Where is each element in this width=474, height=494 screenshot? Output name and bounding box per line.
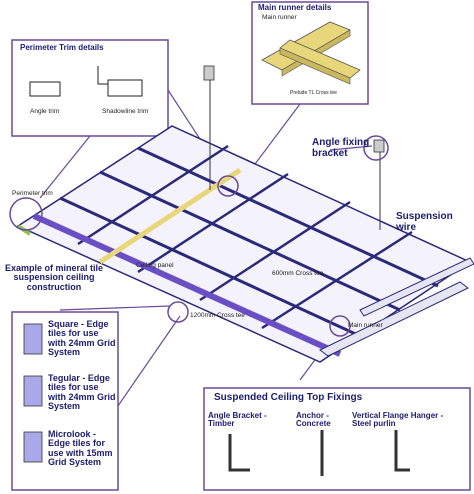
ceiling-grid: [16, 65, 474, 363]
edge-tile-square: Square - Edge tiles for use with 24mm Gr…: [48, 319, 116, 358]
fixing-angle-bracket: Angle Bracket - Timber: [208, 411, 267, 429]
edge-tile-microlook: Microlook - Edge tiles for use with 15mm…: [48, 429, 113, 468]
perimeter-trim-title: Perimeter Trim details: [20, 43, 104, 52]
main-runner-label: Main runner: [348, 322, 383, 329]
angle-fixing-bracket-label: Angle fixing bracket: [312, 137, 370, 159]
perimeter-trim-box-shapes: [11, 39, 169, 137]
callout-circles: [9, 135, 389, 337]
main-runner-detail-label: Main runner: [262, 14, 297, 21]
top-fixings-box-shapes: [203, 387, 471, 491]
edge-tiles-box-shapes: [11, 311, 119, 491]
main-runner-box-shapes: [251, 1, 369, 105]
main-runner-caption: Prelude TL Cross tee: [290, 90, 337, 96]
cross-tee-600-label: 600mm Cross tee: [272, 270, 324, 277]
cross-tee-1200-label: 1200mm Cross tee: [190, 312, 245, 319]
fixing-anchor: Anchor - Concrete: [296, 411, 331, 429]
perimeter-trim-label: Perimeter trim: [12, 190, 53, 197]
top-fixings-title: Suspended Ceiling Top Fixings: [214, 392, 363, 403]
suspension-wire-label: Suspension wire: [396, 211, 453, 233]
ceiling-panel-label: Ceiling panel: [136, 262, 174, 269]
main-runner-details-title: Main runner details: [258, 3, 332, 12]
edge-tile-tegular: Tegular - Edge tiles for use with 24mm G…: [48, 373, 116, 412]
shadowline-trim-label: Shadowline trim: [102, 108, 149, 115]
example-label: Example of mineral tile suspension ceili…: [4, 263, 104, 292]
angle-trim-label: Angle trim: [30, 108, 60, 115]
fixing-vertical-flange-hanger: Vertical Flange Hanger - Steel purlin: [352, 411, 444, 429]
